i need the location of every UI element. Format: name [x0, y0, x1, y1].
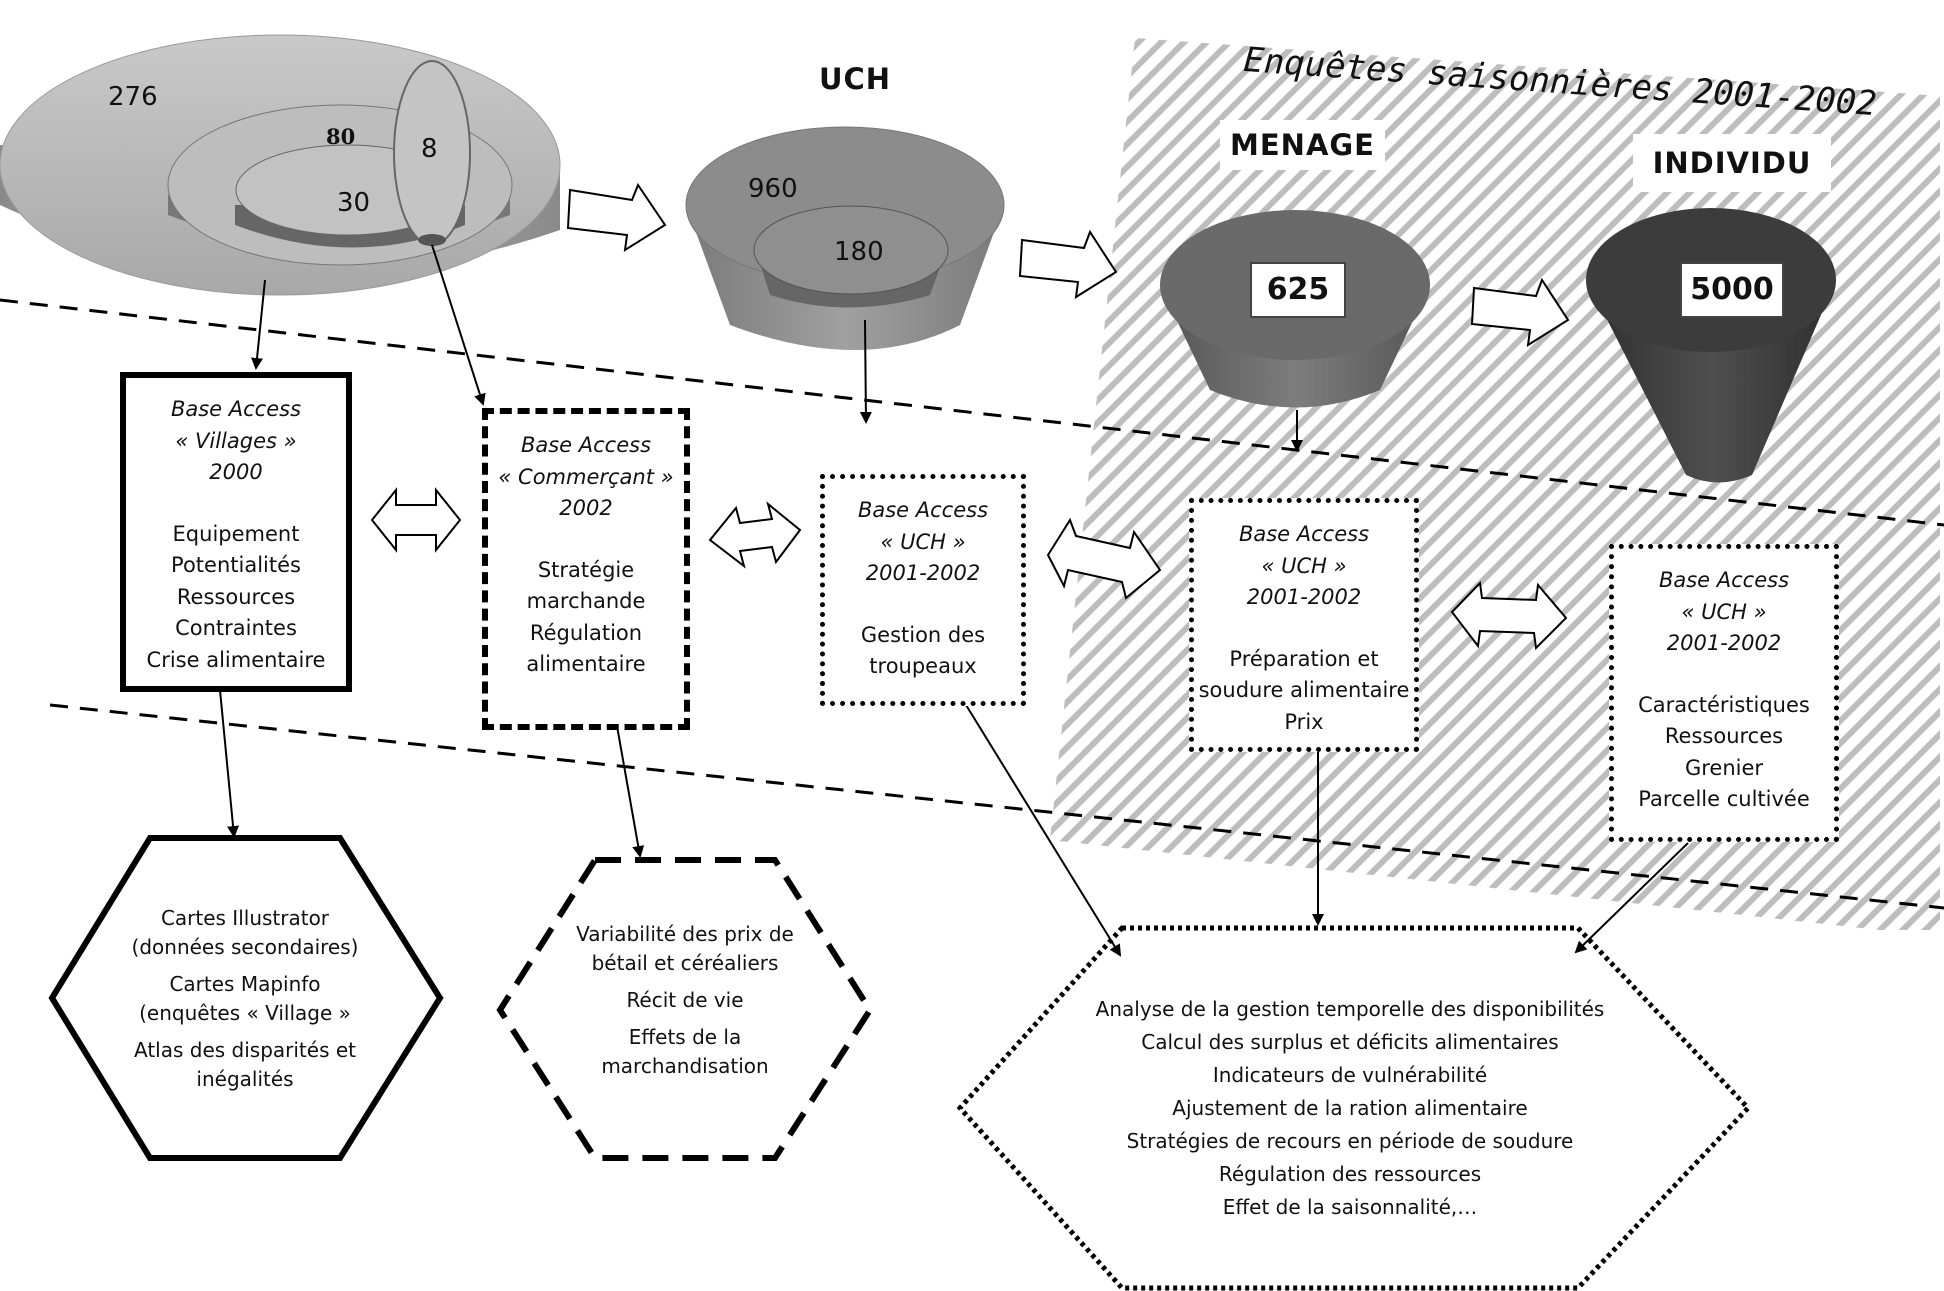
- hexagon-cartes: [48, 835, 444, 1161]
- base-uch-scope: « UCH »: [1681, 599, 1767, 624]
- base-uch-name: Base Access: [857, 498, 989, 522]
- output-item: Variabilité des prix de bétail et céréal…: [576, 922, 794, 975]
- topic: Grenier: [1684, 755, 1764, 780]
- output-item: Ajustement de la ration alimentaire: [1172, 1096, 1528, 1120]
- base-commercant-name: Base Access: [520, 433, 652, 457]
- topic: alimentaire: [526, 652, 646, 676]
- topic: troupeaux: [869, 654, 977, 678]
- base-villages-box: Base Access « Villages » 2000 Equipement…: [120, 372, 352, 692]
- block-arrow-villages-to-uch: [566, 182, 667, 252]
- base-villages-scope: « Villages »: [175, 428, 297, 453]
- count-villages-30: 30: [337, 188, 371, 218]
- connector-commercant-to-marche: [616, 725, 645, 858]
- base-uch-year: 2001-2002: [1246, 585, 1362, 609]
- topic: Ressources: [176, 584, 296, 609]
- menage-cup: [1160, 210, 1430, 408]
- output-item: Indicateurs de vulnérabilité: [1212, 1063, 1488, 1087]
- connector-8-to-commercant: [431, 244, 486, 406]
- topic: soudure alimentaire: [1198, 678, 1410, 702]
- uch-header: UCH: [818, 62, 892, 96]
- double-arrow-2: [708, 501, 802, 569]
- output-item: Régulation des ressources: [1218, 1162, 1482, 1186]
- connector-uch-to-troupeaux: [859, 319, 872, 424]
- output-item: Effets de la marchandisation: [601, 1025, 769, 1078]
- count-villages-8: 8: [421, 134, 438, 164]
- count-individu: 5000: [1680, 262, 1784, 318]
- base-commercant-year: 2002: [559, 496, 613, 520]
- double-arrow-4: [1450, 580, 1568, 651]
- output-item: Cartes Mapinfo (enquêtes « Village »: [139, 972, 351, 1025]
- double-arrow-3: [1046, 517, 1162, 600]
- topic: Equipement: [172, 521, 300, 546]
- count-villages-80: 80: [326, 124, 356, 149]
- base-villages-name: Base Access: [170, 397, 302, 421]
- hexagon-analyses: [956, 925, 1752, 1291]
- villages-disk: [0, 34, 561, 296]
- base-villages-year: 2000: [209, 460, 263, 484]
- base-uch-scope: « UCH »: [880, 529, 966, 554]
- hexagon-marche: [496, 857, 874, 1161]
- topic: Stratégie: [537, 557, 635, 582]
- topic: marchande: [526, 589, 646, 613]
- count-uch-total: 960: [748, 174, 798, 204]
- topic: Préparation et: [1229, 646, 1379, 671]
- count-menage: 625: [1250, 262, 1346, 318]
- topic: Prix: [1284, 709, 1324, 734]
- connector-troupeaux-to-analyses: [965, 704, 1122, 957]
- base-commercant-box: Base Access « Commerçant » 2002 Stratégi…: [482, 408, 690, 730]
- individu-header: INDIVIDU: [1633, 134, 1831, 192]
- separator-line-1: [0, 298, 1944, 527]
- base-uch-name: Base Access: [1238, 522, 1370, 546]
- output-item: Calcul des surplus et déficits alimentai…: [1141, 1030, 1559, 1054]
- topic: Régulation: [529, 620, 643, 645]
- base-uch-troupeaux-box: Base Access « UCH » 2001-2002 Gestion de…: [820, 474, 1026, 706]
- uch-cup: [685, 126, 1005, 350]
- base-uch-name: Base Access: [1658, 568, 1790, 592]
- output-item: Stratégies de recours en période de soud…: [1126, 1129, 1574, 1153]
- topic: Parcelle cultivée: [1638, 787, 1810, 811]
- base-uch-individu-box: Base Access « UCH » 2001-2002 Caractéris…: [1609, 544, 1839, 842]
- block-arrow-uch-to-menage: [1018, 229, 1118, 299]
- base-commercant-scope: « Commerçant »: [498, 464, 674, 489]
- output-item: Récit de vie: [626, 988, 744, 1012]
- block-arrow-menage-to-individu: [1470, 277, 1570, 347]
- separator-line-2: [49, 703, 1944, 910]
- topic: Contraintes: [175, 616, 297, 640]
- connector-individu-to-analyses: [1574, 842, 1689, 954]
- output-item: Analyse de la gestion temporelle des dis…: [1095, 997, 1605, 1021]
- base-uch-scope: « UCH »: [1261, 553, 1347, 578]
- topic: Ressources: [1664, 724, 1784, 748]
- output-item: Cartes Illustrator (données secondaires): [131, 906, 359, 959]
- count-uch-sub: 180: [834, 237, 884, 267]
- topic: Caractéristiques: [1638, 692, 1810, 717]
- topic: Crise alimentaire: [146, 647, 326, 672]
- base-uch-menage-box: Base Access « UCH » 2001-2002 Préparatio…: [1189, 498, 1419, 752]
- outputs-cartes: Cartes Illustrator (données secondaires)…: [120, 904, 370, 1102]
- topic: Potentialités: [171, 553, 301, 577]
- outputs-marche: Variabilité des prix de bétail et céréal…: [560, 920, 810, 1089]
- connector-villages-to-cartes: [219, 689, 240, 838]
- output-item: Effet de la saisonnalité,…: [1222, 1195, 1478, 1219]
- double-arrow-1: [370, 487, 462, 553]
- outputs-analyses: Analyse de la gestion temporelle des dis…: [1070, 996, 1630, 1227]
- base-uch-year: 2001-2002: [865, 561, 981, 585]
- connector-disk-to-villages: [251, 279, 266, 370]
- count-villages-total: 276: [108, 82, 158, 112]
- output-item: Atlas des disparités et inégalités: [133, 1038, 356, 1091]
- base-uch-year: 2001-2002: [1666, 631, 1782, 655]
- topic: Gestion des: [860, 622, 986, 647]
- menage-header: MENAGE: [1220, 120, 1385, 170]
